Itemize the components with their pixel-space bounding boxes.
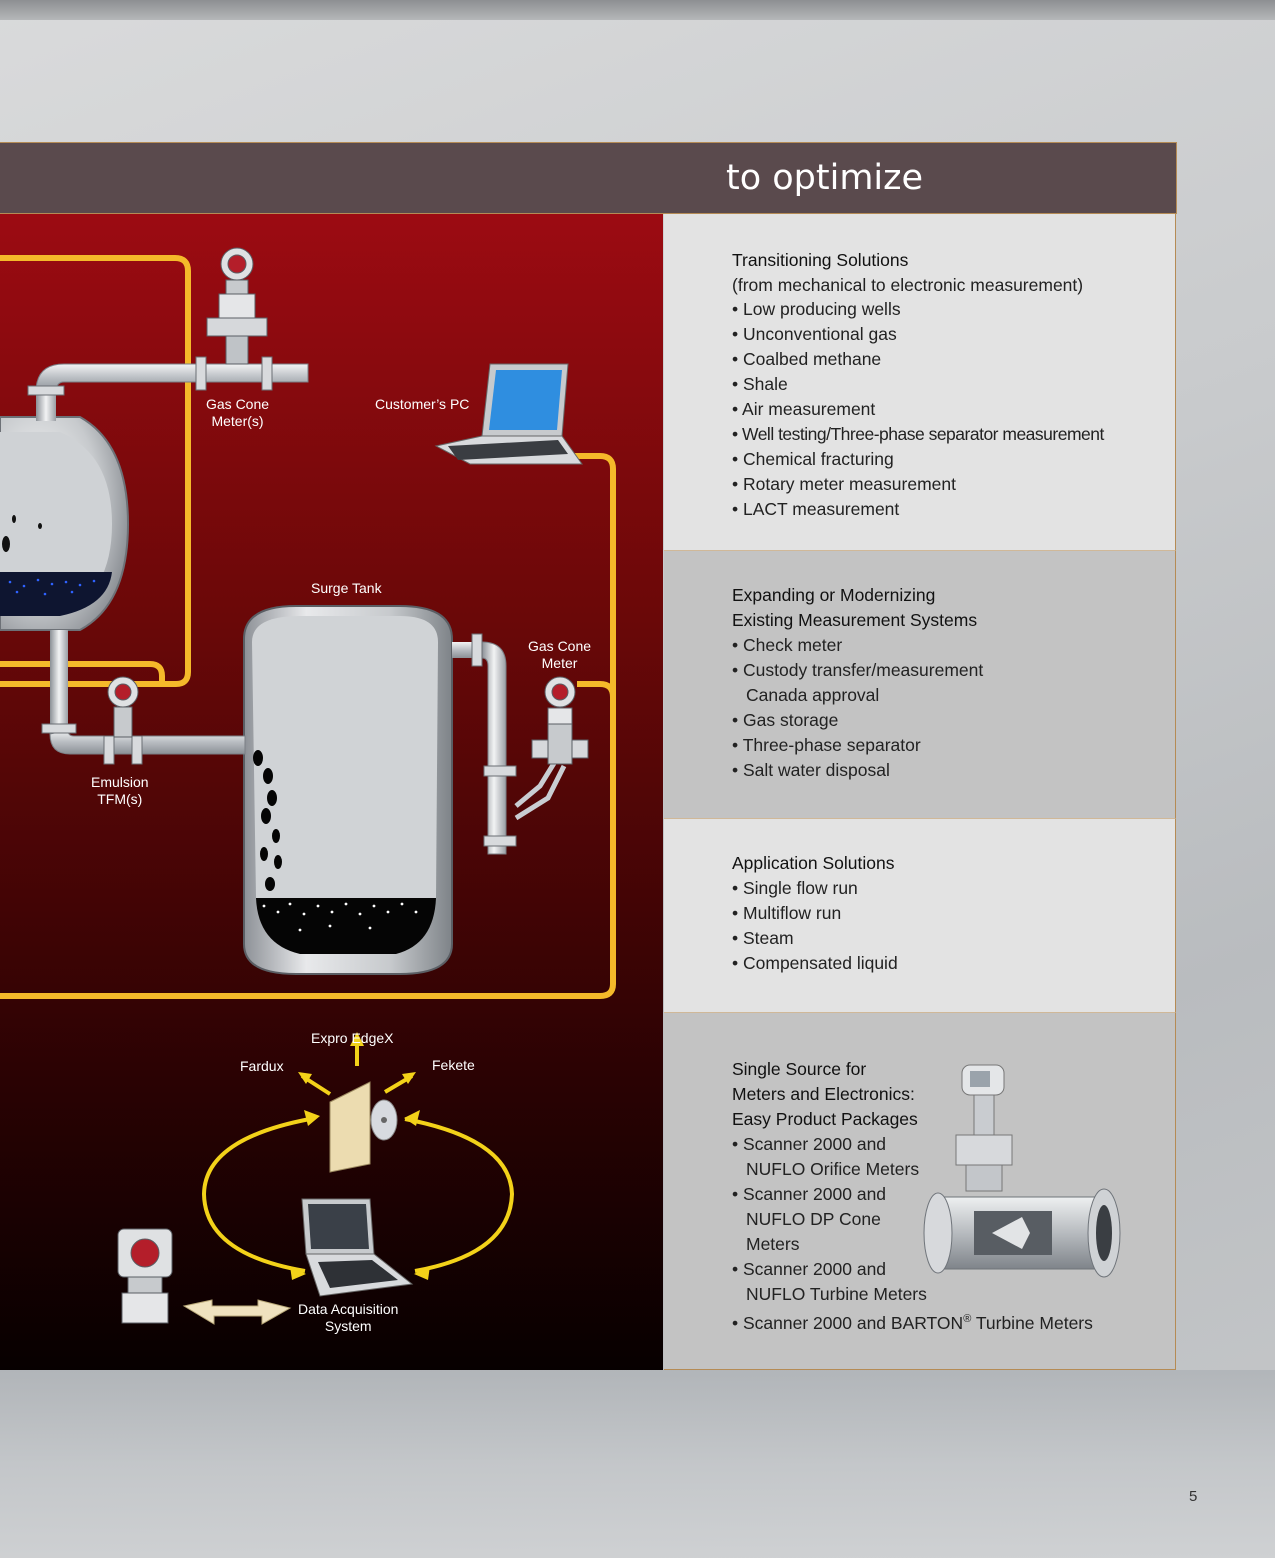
background-footer	[0, 1370, 1275, 1558]
page-title: to optimize	[726, 158, 924, 198]
signal-lines	[0, 255, 616, 999]
list-item: LACT measurement	[732, 497, 1104, 522]
list-item: Scanner 2000 and BARTON® Turbine Meters	[732, 1307, 1093, 1336]
edgex-device	[329, 1081, 398, 1173]
loop-arrowheads	[290, 1032, 430, 1280]
bullet-list: Single flow run Multiflow run Steam Comp…	[732, 876, 898, 976]
double-arrow-icon	[182, 1299, 292, 1325]
gas-pipe	[27, 356, 309, 421]
header-band	[0, 142, 1177, 214]
panel-transitioning-content: Transitioning Solutions (from mechanical…	[732, 248, 1104, 522]
bullet-list: Scanner 2000 and NUFLO Orifice Meters Sc…	[732, 1132, 1093, 1336]
list-item: Salt water disposal	[732, 758, 1012, 783]
diagram-graphics	[0, 247, 616, 1325]
list-item: Three-phase separator	[732, 733, 1012, 758]
list-item: Air measurement	[732, 397, 1104, 422]
list-item: Shale	[732, 372, 1104, 397]
list-item: Custody transfer/measurement Canada appr…	[732, 658, 1012, 708]
emulsion-pipe	[41, 630, 246, 765]
label-gas-cone-meter: Gas Cone Meter	[528, 638, 592, 671]
list-item: Chemical fracturing	[732, 447, 1104, 472]
list-item: Rotary meter measurement	[732, 472, 1104, 497]
label-surge-tank: Surge Tank	[311, 580, 382, 596]
panel-title-line: Single Source for	[732, 1059, 867, 1079]
registered-mark: ®	[963, 1313, 972, 1325]
list-item: Coalbed methane	[732, 347, 1104, 372]
surge-gas-pipe	[452, 633, 567, 855]
panel-expanding: Expanding or Modernizing Existing Measur…	[664, 550, 1176, 818]
list-item: Scanner 2000 and NUFLO DP Cone Meters	[732, 1182, 916, 1257]
transmitter-right	[531, 676, 589, 765]
panel-title-line: Easy Product Packages	[732, 1109, 918, 1129]
panel-title: Transitioning Solutions	[732, 250, 909, 270]
list-item: Steam	[732, 926, 898, 951]
panel-transitioning: Transitioning Solutions (from mechanical…	[664, 214, 1176, 550]
label-customers-pc: Customer’s PC	[375, 396, 470, 412]
bullet-list: Low producing wells Unconventional gas C…	[732, 297, 1104, 522]
transmitter-emulsion	[107, 676, 139, 738]
label-data-acquisition: Data Acquisition System	[298, 1301, 399, 1334]
list-item-text: Turbine Meters	[971, 1312, 1093, 1333]
list-item: Scanner 2000 and NUFLO Turbine Meters	[732, 1257, 946, 1307]
label-expro-edgex: Expro EdgeX	[311, 1030, 394, 1046]
label-fardux: Fardux	[240, 1058, 284, 1074]
bullet-list: Check meter Custody transfer/measurement…	[732, 633, 1012, 783]
page-number: 5	[1189, 1488, 1198, 1505]
panel-application-content: Application Solutions Single flow run Mu…	[732, 851, 898, 976]
data-acquisition-laptop	[301, 1198, 414, 1297]
panel-title-line: Meters and Electronics:	[732, 1084, 915, 1104]
label-gas-cone-meters: Gas Cone Meter(s)	[206, 396, 270, 429]
label-emulsion-tfm: Emulsion TFM(s)	[91, 774, 149, 807]
list-item-text: Scanner 2000 and BARTON	[743, 1312, 964, 1333]
panel-expanding-content: Expanding or Modernizing Existing Measur…	[732, 583, 1012, 783]
list-item: Compensated liquid	[732, 951, 898, 976]
list-item: Single flow run	[732, 876, 898, 901]
list-item: Check meter	[732, 633, 1012, 658]
panel-subtitle: (from mechanical to electronic measureme…	[732, 275, 1084, 295]
list-item: Unconventional gas	[732, 322, 1104, 347]
surge-tank	[243, 605, 453, 975]
panel-application: Application Solutions Single flow run Mu…	[664, 818, 1176, 1012]
transmitter-top	[206, 247, 268, 365]
process-diagram: Gas Cone Meter(s) Customer’s PC Surge Ta…	[0, 214, 663, 1370]
list-item: Low producing wells	[732, 297, 1104, 322]
list-item: Multiflow run	[732, 901, 898, 926]
separator-vessel	[0, 416, 130, 631]
label-fekete: Fekete	[432, 1057, 475, 1073]
list-item: Scanner 2000 and NUFLO Orifice Meters	[732, 1132, 936, 1182]
list-item: Well testing/Three-phase separator measu…	[732, 422, 1104, 447]
panel-title-line: Expanding or Modernizing	[732, 585, 936, 605]
panel-single-source: Single Source for Meters and Electronics…	[664, 1012, 1176, 1370]
top-bar	[0, 0, 1275, 20]
panel-single-source-content: Single Source for Meters and Electronics…	[732, 1057, 1093, 1336]
panel-title: Application Solutions	[732, 853, 895, 873]
list-item: Gas storage	[732, 708, 1012, 733]
panel-title-line: Existing Measurement Systems	[732, 610, 978, 630]
transmitter-bottom	[117, 1228, 173, 1324]
laptop-icon	[434, 363, 583, 465]
